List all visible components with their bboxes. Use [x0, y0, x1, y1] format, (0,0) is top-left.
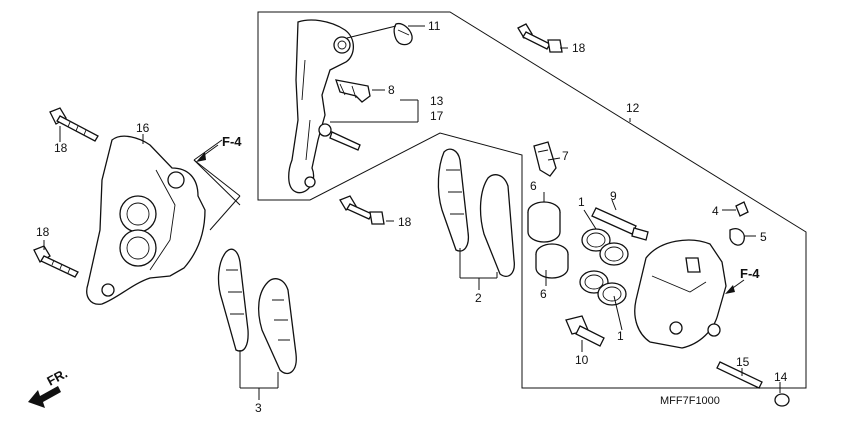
brake-pads-2: [437, 148, 515, 277]
bleeder-cap-5: [729, 228, 745, 246]
pin-15: [716, 361, 763, 389]
brake-pads-3: [217, 248, 297, 375]
callout-18-top-right: 18: [572, 41, 586, 55]
bolt-18-center: [339, 195, 385, 225]
piston-seals-1: [579, 228, 629, 306]
piston-6-upper: [527, 201, 561, 243]
callout-1-lower: 1: [617, 329, 624, 343]
callout-6-lower: 6: [540, 287, 547, 301]
bolt-18-top-right: [517, 23, 563, 53]
caliper-body-right: [634, 239, 727, 349]
callout-18-bottom-left: 18: [36, 225, 50, 239]
callout-17: 17: [430, 109, 444, 123]
caliper-bracket: [288, 19, 361, 194]
bolt-18-bottom-left: [33, 245, 79, 278]
callout-9: 9: [610, 189, 617, 203]
callout-2: 2: [475, 291, 482, 305]
bolt-18-top-left: [49, 107, 99, 142]
ref-f4-right: F-4: [740, 266, 760, 281]
callout-18-center: 18: [398, 215, 412, 229]
callout-3: 3: [255, 401, 262, 415]
ref-arrow-right: [725, 279, 745, 294]
callout-1-upper: 1: [578, 195, 585, 209]
callout-5: 5: [760, 230, 767, 244]
bolt-10: [565, 315, 605, 347]
callout-4: 4: [712, 204, 719, 218]
assembly-12-boundary: [257, 11, 807, 389]
cap-14: [774, 393, 790, 407]
callout-14: 14: [774, 370, 788, 384]
bleeder-4: [735, 201, 749, 217]
boot-11: [393, 22, 413, 46]
leader-lines: [43, 25, 781, 400]
front-direction-label: FR.: [44, 366, 70, 389]
slide-pin-9: [591, 207, 649, 241]
callout-11: 11: [428, 19, 441, 33]
callout-7: 7: [562, 149, 569, 163]
callout-6-upper: 6: [530, 179, 537, 193]
caliper-body-16: [86, 135, 206, 305]
callout-16: 16: [136, 121, 150, 135]
callout-18-top-left: 18: [54, 141, 68, 155]
pad-retainer-7: [533, 141, 557, 177]
piston-6-lower: [535, 243, 569, 279]
pad-spring-clip-8: [335, 79, 371, 103]
diagram-code: MFF7F1000: [660, 395, 720, 407]
front-direction-arrow: [28, 386, 61, 408]
callout-15: 15: [736, 355, 750, 369]
callout-8: 8: [388, 83, 395, 97]
ref-f4-left: F-4: [222, 134, 242, 149]
callout-13: 13: [430, 94, 444, 108]
ref-arrow-left: [196, 144, 219, 162]
callout-10: 10: [575, 353, 589, 367]
callout-12: 12: [626, 101, 640, 115]
